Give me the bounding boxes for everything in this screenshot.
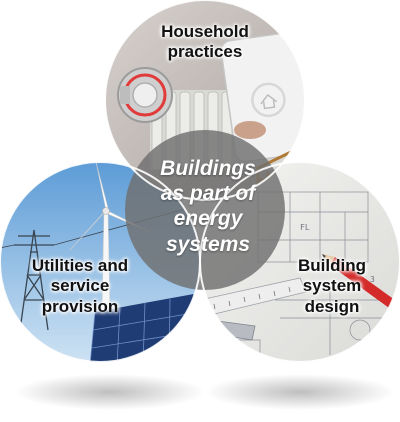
center-line-1: Buildings [160, 157, 256, 180]
center-label: Buildings as part of energy systems [118, 156, 298, 257]
smartphone-icon [220, 31, 305, 163]
thermostat-icon [117, 67, 173, 123]
building-design-line-3: design [304, 296, 360, 316]
utilities-line-3: provision [41, 296, 119, 316]
center-line-3: energy [173, 207, 243, 231]
building-design-line-2: system [302, 276, 362, 296]
utilities-line-2: service [50, 276, 110, 296]
household-practices-line-2: practices [167, 42, 243, 62]
household-practices-label: Household practices [130, 22, 280, 63]
svg-text:FL: FL [300, 223, 310, 232]
svg-text:25: 25 [340, 355, 350, 364]
shadow-left [15, 374, 205, 410]
household-practices-line-1: Household [161, 22, 249, 41]
svg-text:3: 3 [370, 275, 375, 284]
utilities-line-1: Utilities and [31, 256, 129, 275]
center-line-4: systems [165, 232, 251, 256]
utilities-label: Utilities and service provision [5, 256, 155, 317]
center-overlay [125, 130, 285, 290]
building-system-design-label: Building system design [272, 256, 392, 317]
center-line-2: as part of [160, 182, 256, 206]
building-design-line-1: Building [298, 256, 366, 275]
red-pencil-icon [322, 254, 400, 313]
shadow-right [205, 374, 395, 410]
